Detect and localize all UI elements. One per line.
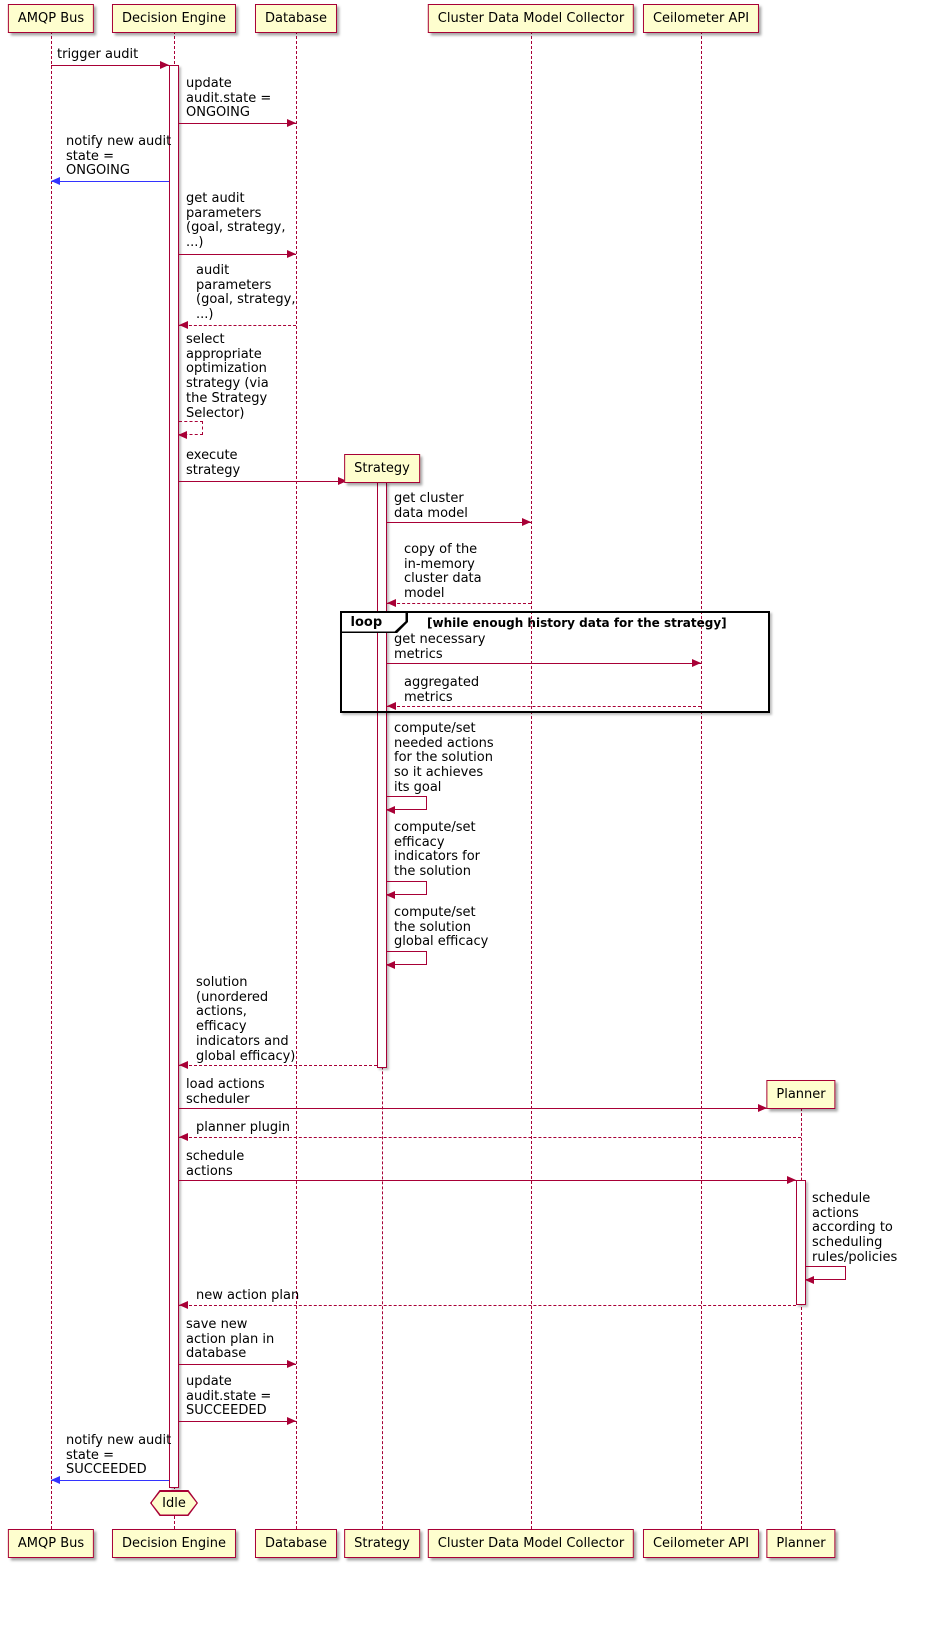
arrow-head xyxy=(287,1417,296,1425)
arrow-line xyxy=(179,1421,296,1422)
self-message-compute-actions xyxy=(386,796,427,814)
arrow-head xyxy=(51,1476,60,1484)
lifeline-database xyxy=(296,31,297,1529)
message-label-update-succeeded: update audit.state = SUCCEEDED xyxy=(186,1374,272,1419)
arrow-head xyxy=(287,119,296,127)
message-label-select-strategy: select appropriate optimization strategy… xyxy=(186,332,269,421)
message-label-get-audit-params: get audit parameters (goal, strategy, ..… xyxy=(186,191,286,251)
message-label-planner-plugin: planner plugin xyxy=(196,1120,290,1135)
message-label-execute-strategy: execute strategy xyxy=(186,448,241,478)
arrow-line xyxy=(51,65,169,66)
arrow-line xyxy=(179,1180,796,1181)
message-label-notify-ongoing: notify new audit state = ONGOING xyxy=(66,134,172,179)
participant-strategy-created: Strategy xyxy=(344,454,420,483)
arrow-line xyxy=(179,1065,377,1066)
arrow-head xyxy=(386,961,395,969)
arrow-head xyxy=(387,702,396,710)
message-label-update-ongoing: update audit.state = ONGOING xyxy=(186,76,272,121)
loop-frame: loop [while enough history data for the … xyxy=(340,611,770,713)
arrow-head xyxy=(179,1133,188,1141)
lifeline-collector xyxy=(531,31,532,1529)
message-label-load-scheduler: load actions scheduler xyxy=(186,1077,265,1107)
participant-collector: Cluster Data Model Collector xyxy=(427,4,635,33)
message-label-schedule-actions: schedule actions xyxy=(186,1149,245,1179)
arrow-line xyxy=(179,1305,796,1306)
participant-decision-engine-bottom: Decision Engine xyxy=(111,1529,237,1558)
arrow-head xyxy=(805,1276,814,1284)
lifeline-planner xyxy=(801,1108,802,1529)
idle-state-hexagon: Idle xyxy=(150,1490,198,1516)
arrow-head xyxy=(338,477,347,485)
arrow-line xyxy=(387,522,531,523)
arrow-head xyxy=(160,61,169,69)
message-label-compute-efficacy: compute/set efficacy indicators for the … xyxy=(394,820,481,880)
arrow-line xyxy=(179,254,296,255)
loop-condition-label: [while enough history data for the strat… xyxy=(427,616,727,630)
arrow-line xyxy=(51,181,169,182)
arrow-head xyxy=(51,177,60,185)
participant-strategy-bottom: Strategy xyxy=(344,1529,420,1558)
message-label-trigger-audit: trigger audit xyxy=(57,47,139,62)
message-label-get-metrics: get necessary metrics xyxy=(394,632,486,662)
arrow-head xyxy=(522,518,531,526)
activation-strategy xyxy=(377,482,387,1068)
participant-amqp-bus: AMQP Bus xyxy=(7,4,95,33)
arrow-head xyxy=(387,599,396,607)
message-label-save-action-plan: save new action plan in database xyxy=(186,1317,275,1362)
arrow-line xyxy=(387,663,701,664)
activation-planner xyxy=(796,1180,806,1305)
arrow-head xyxy=(758,1104,767,1112)
arrow-line xyxy=(179,1364,296,1365)
message-label-get-cluster-model: get cluster data model xyxy=(394,491,468,521)
participant-database: Database xyxy=(254,4,338,33)
loop-keyword-label: loop xyxy=(341,612,406,632)
message-label-new-action-plan: new action plan xyxy=(196,1288,300,1303)
message-label-compute-actions: compute/set needed actions for the solut… xyxy=(394,721,494,795)
self-message-select-strategy xyxy=(178,421,203,439)
message-label-compute-global: compute/set the solution global efficacy xyxy=(394,905,489,950)
arrow-line xyxy=(179,1137,801,1138)
arrow-line xyxy=(387,706,701,707)
self-message-schedule-self xyxy=(805,1266,846,1284)
message-label-solution-return: solution (unordered actions, efficacy in… xyxy=(196,975,296,1064)
arrow-line xyxy=(179,1108,767,1109)
arrow-line xyxy=(179,325,296,326)
lifeline-ceilometer xyxy=(701,31,702,1529)
arrow-head xyxy=(692,659,701,667)
lifeline-amqp-bus xyxy=(51,31,52,1529)
participant-ceilometer-bottom: Ceilometer API xyxy=(642,1529,760,1558)
message-label-aggregated-metrics: aggregated metrics xyxy=(404,675,480,705)
self-message-compute-global xyxy=(386,951,427,969)
arrow-head xyxy=(386,806,395,814)
arrow-line xyxy=(179,123,296,124)
self-message-compute-efficacy xyxy=(386,881,427,899)
participant-ceilometer: Ceilometer API xyxy=(642,4,760,33)
idle-state-label: Idle xyxy=(151,1491,197,1515)
arrow-head xyxy=(179,321,188,329)
arrow-head xyxy=(287,250,296,258)
participant-planner-bottom: Planner xyxy=(766,1529,836,1558)
arrow-head xyxy=(179,1061,188,1069)
loop-frame-header: loop xyxy=(340,611,408,633)
arrow-head xyxy=(386,891,395,899)
arrow-head xyxy=(178,431,187,439)
participant-amqp-bus-bottom: AMQP Bus xyxy=(7,1529,95,1558)
arrow-line xyxy=(51,1480,169,1481)
arrow-head xyxy=(787,1176,796,1184)
participant-collector-bottom: Cluster Data Model Collector xyxy=(427,1529,635,1558)
arrow-head xyxy=(179,1301,188,1309)
message-label-copy-cluster-model: copy of the in-memory cluster data model xyxy=(404,542,482,602)
message-label-schedule-self: schedule actions according to scheduling… xyxy=(812,1191,898,1265)
message-label-notify-succeeded: notify new audit state = SUCCEEDED xyxy=(66,1433,172,1478)
arrow-line xyxy=(179,481,347,482)
message-label-audit-params-return: audit parameters (goal, strategy, ...) xyxy=(196,263,296,323)
arrow-head xyxy=(287,1360,296,1368)
participant-decision-engine: Decision Engine xyxy=(111,4,237,33)
participant-database-bottom: Database xyxy=(254,1529,338,1558)
participant-planner-created: Planner xyxy=(766,1080,836,1109)
activation-decision-engine xyxy=(169,65,179,1488)
arrow-line xyxy=(387,603,531,604)
